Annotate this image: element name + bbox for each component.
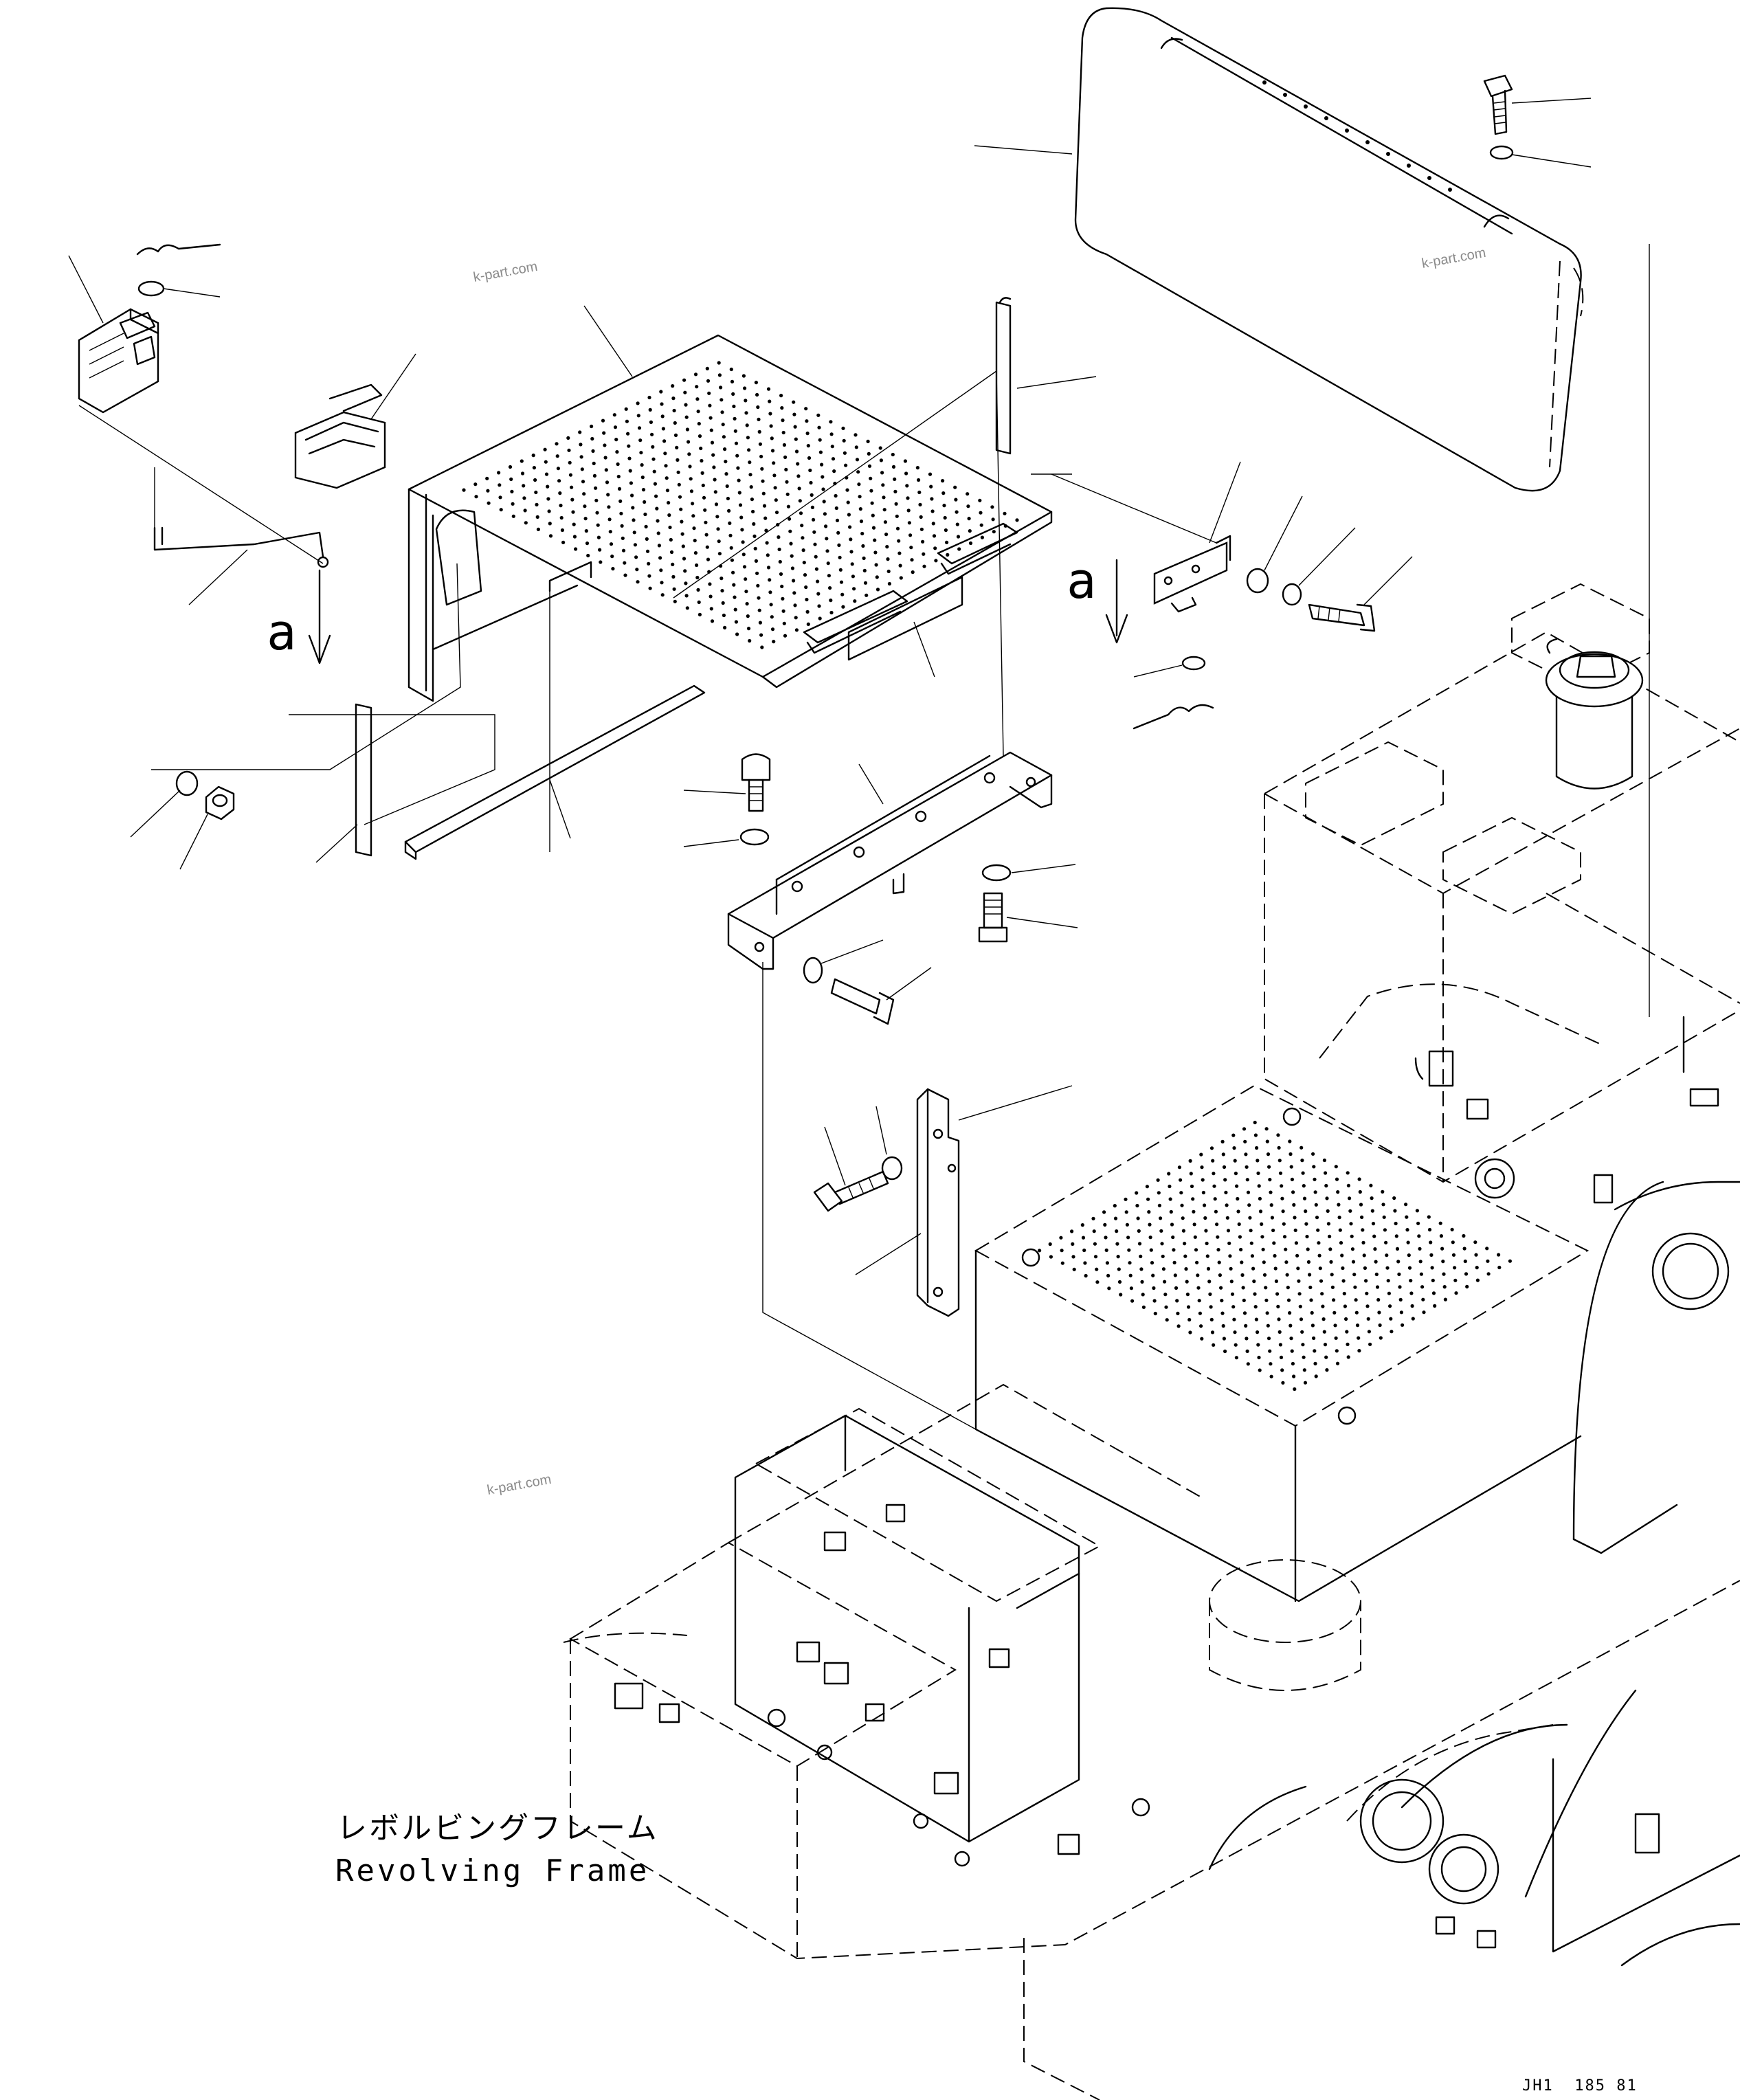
drawing-code: JH1 185 81 xyxy=(1522,2077,1638,2095)
rubber-seal-vertical-2 xyxy=(355,703,372,857)
caption-english: Revolving Frame xyxy=(335,1853,649,1888)
washer-top-right xyxy=(1489,145,1514,160)
top-cushion xyxy=(1074,7,1584,492)
rubber-seal-long xyxy=(404,684,706,860)
battery-box-frame xyxy=(563,583,1740,2100)
bolt-bracket-2 xyxy=(978,892,1008,943)
clip-right xyxy=(1133,704,1214,730)
caption-japanese: レボルビングフレーム xyxy=(337,1811,659,1846)
electrical-box xyxy=(78,308,159,414)
washer-right-2 xyxy=(1282,583,1302,606)
hinge-right xyxy=(1153,535,1231,613)
bolt-bracket-1 xyxy=(741,753,771,812)
washer-bracket-2 xyxy=(981,864,1012,882)
view-marker-left: a xyxy=(267,603,296,661)
bolt-top-right xyxy=(1483,74,1513,135)
washer-bracket-3 xyxy=(803,957,823,984)
rod xyxy=(153,526,329,568)
bolt-stay xyxy=(813,1170,889,1212)
washer-left xyxy=(175,770,199,796)
relay xyxy=(294,383,386,489)
bolt-right xyxy=(1308,603,1376,632)
filler-cap xyxy=(1545,638,1644,790)
washer-right-1 xyxy=(1246,568,1269,594)
washer-right-3 xyxy=(1181,656,1206,671)
stay xyxy=(916,1088,960,1317)
cover-flap xyxy=(847,576,963,661)
cover-plate xyxy=(408,334,1053,702)
rubber-seal-vertical-1 xyxy=(995,297,1012,455)
bolt-bracket-3 xyxy=(830,978,895,1025)
clip-top-left xyxy=(136,243,221,256)
nut-left xyxy=(205,785,235,820)
support-bracket xyxy=(727,751,1053,970)
view-marker-right: a xyxy=(1067,552,1096,610)
washer-bracket-1 xyxy=(739,828,770,846)
washer-stay xyxy=(881,1156,903,1181)
